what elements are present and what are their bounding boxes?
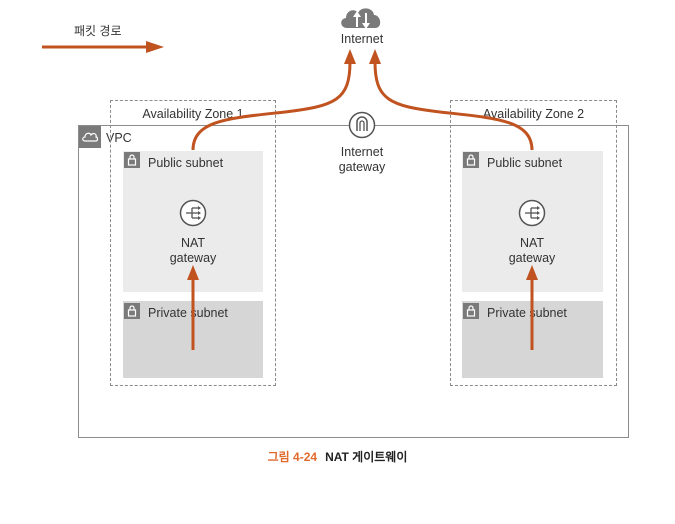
private-subnet-2-label: Private subnet (487, 306, 567, 320)
lock-icon (463, 152, 479, 168)
internet-gateway-label-line1: Internet (340, 145, 384, 159)
nat-gateway-2-label-line2: gateway (508, 251, 556, 265)
internet-label: Internet (340, 32, 384, 46)
path-public-to-internet-1-head (344, 49, 356, 64)
vpc-cloud-icon (79, 126, 101, 148)
legend-label: 패킷 경로 (74, 24, 122, 38)
path-public-to-internet-2-head (369, 49, 381, 64)
nat-gateway-1-label-line2: gateway (169, 251, 217, 265)
public-subnet-2-label: Public subnet (487, 156, 563, 170)
nat-gateway-2-label-line1: NAT (519, 236, 545, 250)
path-private-to-nat-1-head (187, 265, 199, 280)
figure-caption-number: 그림 4-24 (267, 450, 318, 464)
availability-zone-1-label: Availability Zone 1 (142, 107, 244, 121)
nat-gateway-1-label-line1: NAT (180, 236, 206, 250)
public-subnet-1-label: Public subnet (148, 156, 224, 170)
vpc-label: VPC (106, 131, 132, 145)
path-public-to-internet-2 (373, 61, 534, 151)
private-subnet-1-label: Private subnet (148, 306, 228, 320)
nat-gateway-icon (518, 199, 546, 227)
lock-icon (463, 303, 479, 319)
path-private-to-nat-2-head (526, 265, 538, 280)
availability-zone-1 (110, 100, 276, 386)
cloud-icon (341, 8, 381, 29)
lock-icon (124, 152, 140, 168)
figure-caption-title: NAT 게이트웨이 (325, 450, 408, 464)
nat-gateway-icon (179, 199, 207, 227)
figure-caption: 그림 4-24 NAT 게이트웨이 (200, 448, 475, 465)
legend-arrow (42, 41, 164, 53)
internet-gateway-icon (348, 111, 376, 139)
path-public-to-internet-1 (191, 61, 352, 151)
lock-icon (124, 303, 140, 319)
internet-gateway-label-line2: gateway (338, 160, 386, 174)
availability-zone-2 (450, 100, 617, 386)
availability-zone-2-label: Availability Zone 2 (482, 107, 585, 121)
